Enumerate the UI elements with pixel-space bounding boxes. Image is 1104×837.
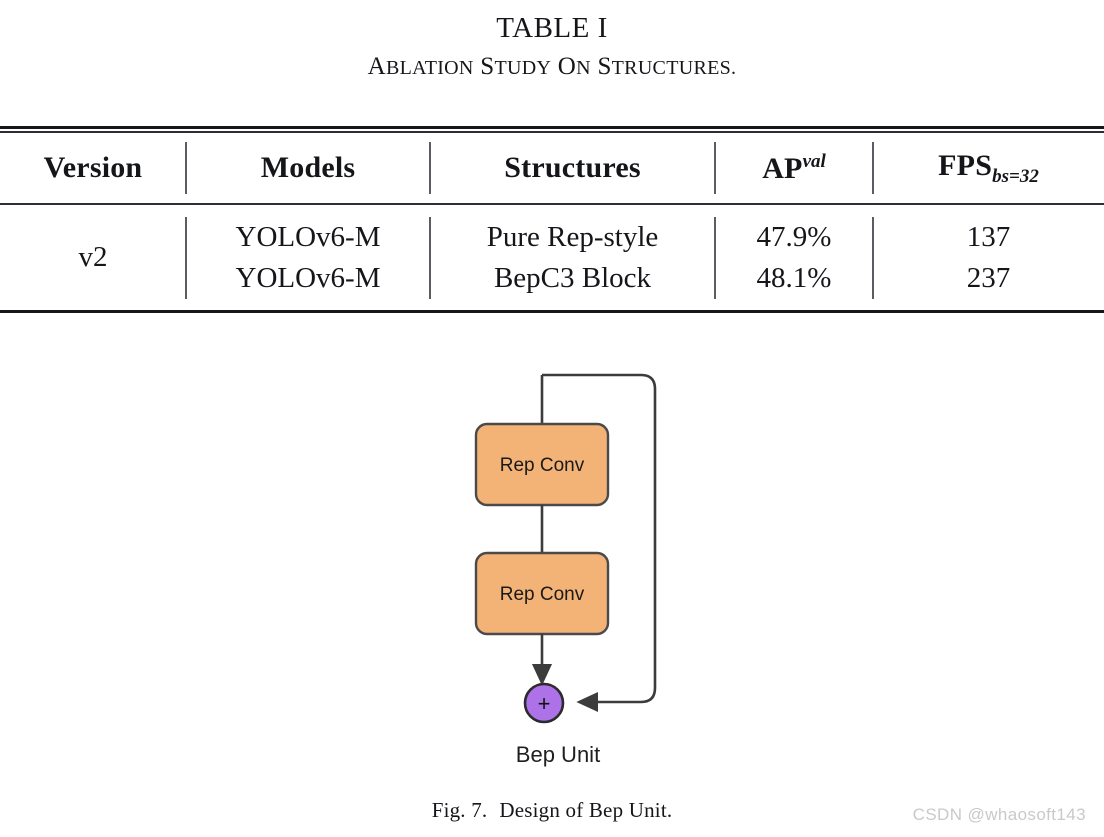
cell-fps-column: 137 237 — [873, 217, 1104, 299]
table-row: 47.9% — [715, 217, 873, 258]
cell-ap-1: 47.9% — [756, 220, 832, 253]
watermark-text: CSDN @whaosoft143 — [912, 805, 1086, 824]
add-node-label: + — [538, 691, 551, 716]
table-row: Pure Rep-style — [430, 217, 715, 258]
bep-unit-diagram: Rep Conv Rep Conv + Bep Unit — [0, 330, 1104, 790]
table-title-cap-1: A — [367, 53, 387, 80]
table-title-rest-2: TUDY — [494, 57, 552, 79]
column-header-fps-base: FPS — [938, 148, 993, 182]
table-row: 137 — [873, 217, 1104, 258]
table-title-cap-2: S — [480, 53, 495, 80]
cell-structures-column: Pure Rep-style BepC3 Block — [430, 217, 715, 299]
table-row: YOLOv6-M — [186, 258, 430, 299]
figure-caption: Fig. 7. Design of Bep Unit. — [0, 798, 1104, 823]
table-title-rest-3: N — [576, 57, 591, 79]
column-header-ap-base: AP — [762, 151, 803, 185]
cell-model-2: YOLOv6-M — [235, 261, 381, 294]
table-bottom-rule — [0, 310, 1104, 313]
table-title-rest-1: BLATION — [386, 57, 474, 79]
column-separator-3 — [714, 142, 716, 194]
table-top-rule — [0, 126, 1104, 129]
cell-version-group: v2 — [78, 241, 108, 273]
column-header-structures: Structures — [504, 151, 641, 184]
table-header-row: Version Models Structures APval FPSbs=32 — [0, 133, 1104, 203]
column-header-fps: FPSbs=32 — [873, 149, 1104, 188]
figure-caption-text: Design of Bep Unit. — [499, 798, 673, 822]
column-header-models: Models — [260, 151, 356, 184]
cell-models-column: YOLOv6-M YOLOv6-M — [186, 217, 430, 299]
cell-ap-column: 47.9% 48.1% — [715, 217, 873, 299]
bep-unit-label: Bep Unit — [516, 742, 600, 767]
table-body: v2 YOLOv6-M YOLOv6-M Pure Rep-style BepC… — [0, 205, 1104, 310]
table-title-cap-4: S — [597, 53, 612, 80]
body-column-separator-3 — [714, 217, 716, 299]
table-title-cap-3: O — [557, 53, 577, 80]
table-title: ABLATION STUDY ON STRUCTURES. — [0, 48, 1104, 87]
column-separator-1 — [185, 142, 187, 194]
cell-fps-2: 237 — [966, 261, 1011, 294]
table-row: 48.1% — [715, 258, 873, 299]
ablation-study-table: Version Models Structures APval FPSbs=32… — [0, 126, 1104, 313]
column-header-fps-subscript: bs=32 — [992, 165, 1039, 187]
cell-ap-2: 48.1% — [756, 261, 832, 294]
table-row: BepC3 Block — [430, 258, 715, 299]
rep-conv-block-2-label: Rep Conv — [500, 584, 585, 605]
cell-model-1: YOLOv6-M — [235, 220, 381, 253]
skip-connection-edge — [542, 373, 657, 713]
column-separator-4 — [872, 142, 874, 194]
table-row: 237 — [873, 258, 1104, 299]
cell-structure-1: Pure Rep-style — [486, 220, 659, 253]
column-header-ap-superscript: val — [802, 150, 826, 172]
table-row: YOLOv6-M — [186, 217, 430, 258]
column-separator-2 — [429, 142, 431, 194]
body-column-separator-2 — [429, 217, 431, 299]
table-header-rule — [0, 203, 1104, 205]
body-column-separator-4 — [872, 217, 874, 299]
cell-structure-2: BepC3 Block — [493, 261, 652, 294]
cell-fps-1: 137 — [966, 220, 1011, 253]
table-title-rest-4: TRUCTURES. — [611, 57, 737, 79]
column-header-version: Version — [43, 151, 143, 184]
body-column-separator-1 — [185, 217, 187, 299]
column-header-ap: APval — [715, 151, 873, 186]
table-number: TABLE I — [496, 12, 608, 44]
table-top-rule-secondary — [0, 131, 1104, 133]
add-node — [523, 682, 565, 724]
figure-number: Fig. 7. — [431, 798, 488, 822]
rep-conv-block-1-label: Rep Conv — [500, 455, 585, 476]
table-caption-block: TABLE I ABLATION STUDY ON STRUCTURES. — [0, 8, 1104, 87]
